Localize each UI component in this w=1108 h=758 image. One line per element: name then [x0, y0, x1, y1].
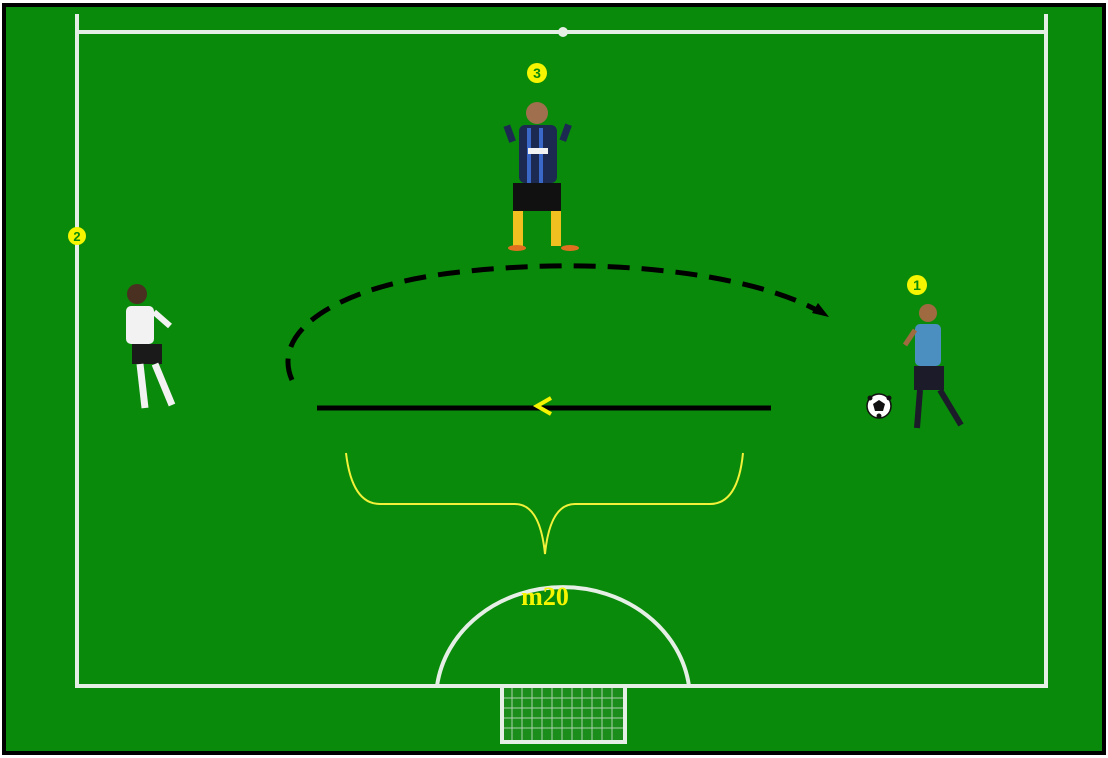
badge-number-2: 2	[73, 229, 80, 244]
goal-net-icon	[502, 686, 625, 742]
soccer-ball-icon	[867, 394, 892, 419]
badge-number-3: 3	[533, 65, 541, 81]
distance-label: m20	[521, 582, 569, 611]
center-spot	[558, 27, 568, 37]
badge-number-1: 1	[913, 277, 921, 293]
